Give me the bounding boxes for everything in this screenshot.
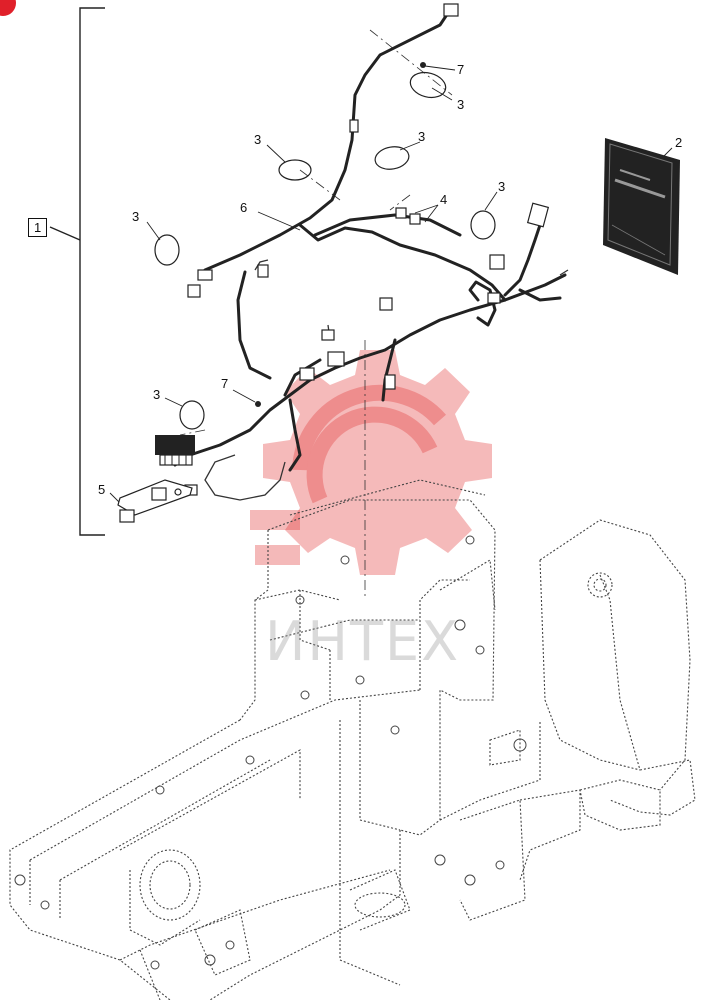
callout-harness: 6 [240, 200, 248, 215]
callout-clip: 4 [440, 192, 448, 207]
grommet-lower [179, 400, 205, 430]
watermark-arcs-icon [250, 384, 446, 565]
grommet-right [470, 210, 496, 240]
wiring-harness [173, 8, 567, 472]
callout-manual: 2 [675, 135, 683, 150]
callout-grommet-right: 3 [498, 179, 506, 194]
watermark-text: ИНТЕХ [265, 610, 461, 673]
grommet-top [409, 71, 447, 99]
grommet-left [154, 234, 180, 266]
screws [255, 62, 426, 407]
corner-mark [0, 0, 16, 16]
screw-top [420, 62, 426, 68]
mounting-bracket-icon [117, 479, 193, 523]
fuse-block-icon [155, 435, 195, 466]
callout-bracket: 5 [98, 482, 106, 497]
grommets [154, 71, 496, 430]
callout-screw-top: 7 [457, 62, 465, 77]
callout-grommet-mid-left: 3 [254, 132, 262, 147]
frame-bolts [14, 535, 527, 970]
callout-assembly: 1 [28, 218, 48, 237]
harness-connectors [184, 3, 550, 496]
callout-grommet-mid-right: 3 [418, 129, 426, 144]
watermark-gear-icon [263, 350, 492, 575]
callout-grommet-lower: 3 [153, 387, 161, 402]
screw-lower [255, 401, 261, 407]
operator-manual-icon [603, 138, 680, 275]
grommet-mid-left [278, 159, 312, 181]
assembly-bracket [49, 7, 105, 536]
callout-grommet-left: 3 [132, 209, 140, 224]
callout-screw-lower: 7 [221, 376, 229, 391]
grommet-mid-right [374, 146, 410, 170]
machine-frame [9, 479, 696, 1000]
callout-grommet-top: 3 [457, 97, 465, 112]
